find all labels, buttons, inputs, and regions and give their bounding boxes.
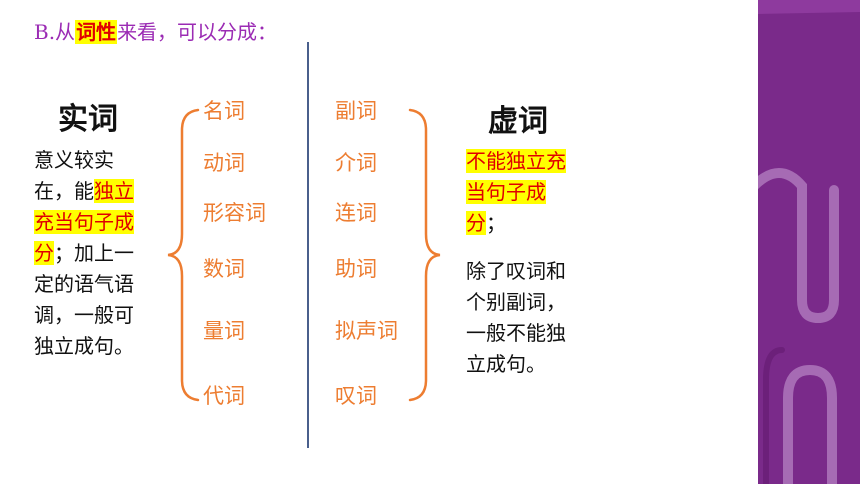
function-word-item: 副词 bbox=[335, 99, 377, 123]
function-word-item: 助词 bbox=[335, 257, 377, 281]
slide-heading: B.从词性来看，可以分成： bbox=[34, 16, 277, 45]
heading-prefix: B.从 bbox=[34, 20, 76, 44]
content-word-item: 形容词 bbox=[203, 201, 266, 225]
function-word-item: 介词 bbox=[335, 151, 377, 175]
right-brace-icon bbox=[408, 108, 441, 402]
heading-highlight: 词性 bbox=[75, 20, 118, 44]
content-desc-part-1: 意义较实在，能 bbox=[34, 148, 114, 203]
function-words-description: 不能独立充当句子成分； bbox=[466, 146, 572, 239]
left-brace-icon bbox=[167, 108, 200, 402]
content-word-item: 量词 bbox=[203, 319, 245, 343]
content-words-title: 实词 bbox=[58, 102, 118, 137]
content-word-item: 代词 bbox=[203, 384, 245, 408]
content-word-item: 名词 bbox=[203, 99, 245, 123]
content-desc-part-3: ；加上一定的语气语调，一般可独立成句。 bbox=[34, 241, 134, 358]
function-words-description-2: 除了叹词和个别副词，一般不能独立成句。 bbox=[466, 259, 566, 376]
vertical-divider bbox=[307, 42, 309, 448]
function-words-title: 虚词 bbox=[488, 104, 548, 139]
function-word-item: 拟声词 bbox=[335, 319, 398, 343]
function-word-item: 叹词 bbox=[335, 384, 377, 408]
decorative-side-panel bbox=[758, 0, 860, 484]
content-word-item: 数词 bbox=[203, 257, 245, 281]
function-word-item: 连词 bbox=[335, 201, 377, 225]
heading-suffix: 来看，可以分成： bbox=[117, 20, 278, 44]
function-desc-after: ； bbox=[486, 211, 506, 235]
content-word-item: 动词 bbox=[203, 151, 245, 175]
content-words-description: 意义较实在，能独立充当句子成分；加上一定的语气语调，一般可独立成句。 bbox=[34, 145, 136, 362]
function-desc-highlight: 不能独立充当句子成分 bbox=[466, 149, 566, 235]
